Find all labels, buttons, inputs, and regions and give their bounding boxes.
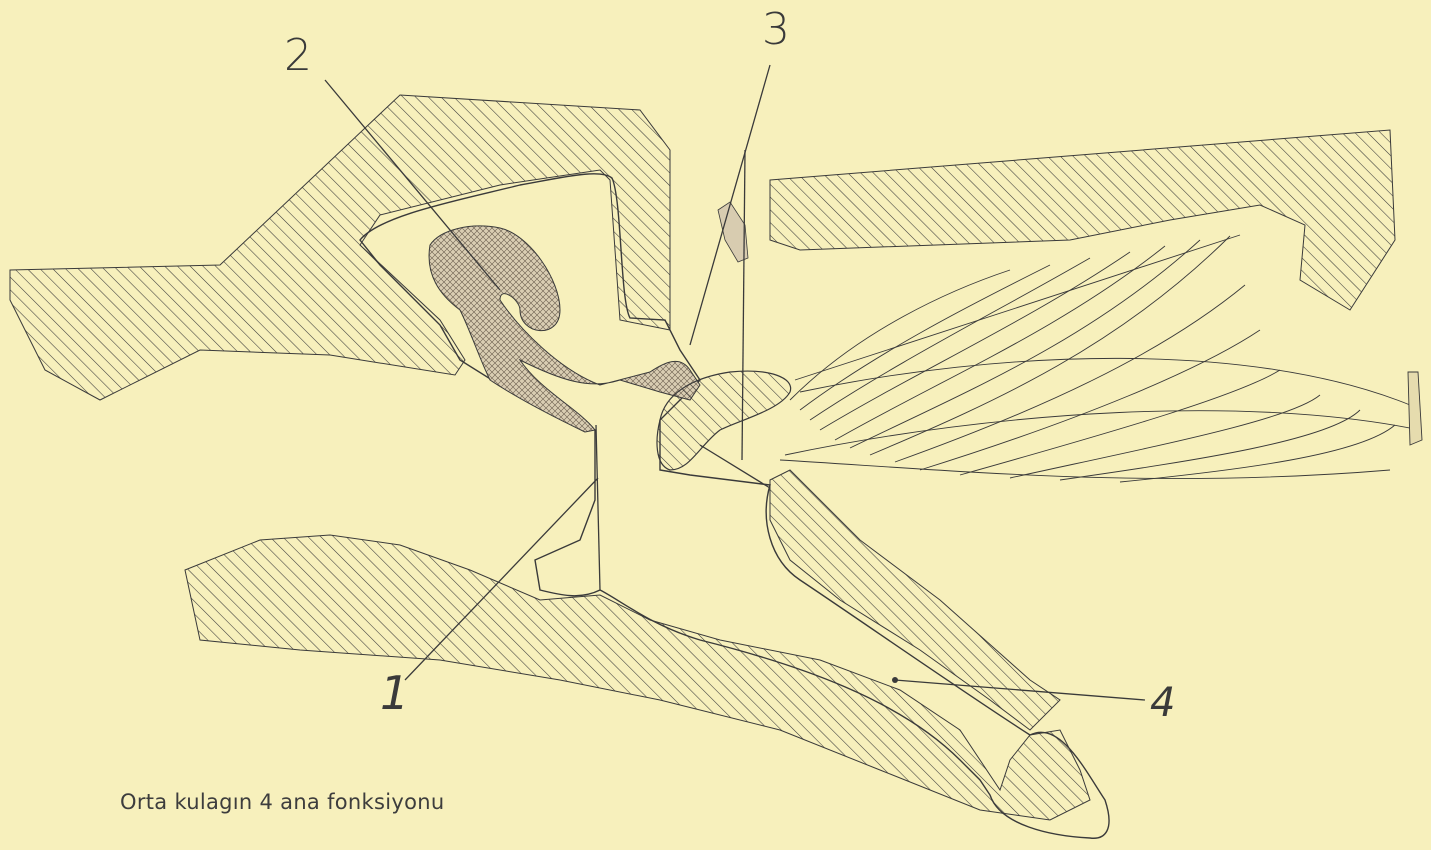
lower-bone <box>185 535 1090 820</box>
leader-3c <box>700 445 770 488</box>
label-4: 4 <box>1150 680 1175 726</box>
figure-caption: Orta kulagın 4 ana fonksiyonu <box>120 790 444 814</box>
leader-4-dot <box>892 677 898 683</box>
upper-left-bone <box>10 95 670 400</box>
tympanic-membrane <box>596 425 600 590</box>
label-2: 2 <box>284 30 312 81</box>
leader-3a <box>690 65 770 345</box>
label-3: 3 <box>762 4 790 55</box>
label-1: 1 <box>380 666 409 720</box>
